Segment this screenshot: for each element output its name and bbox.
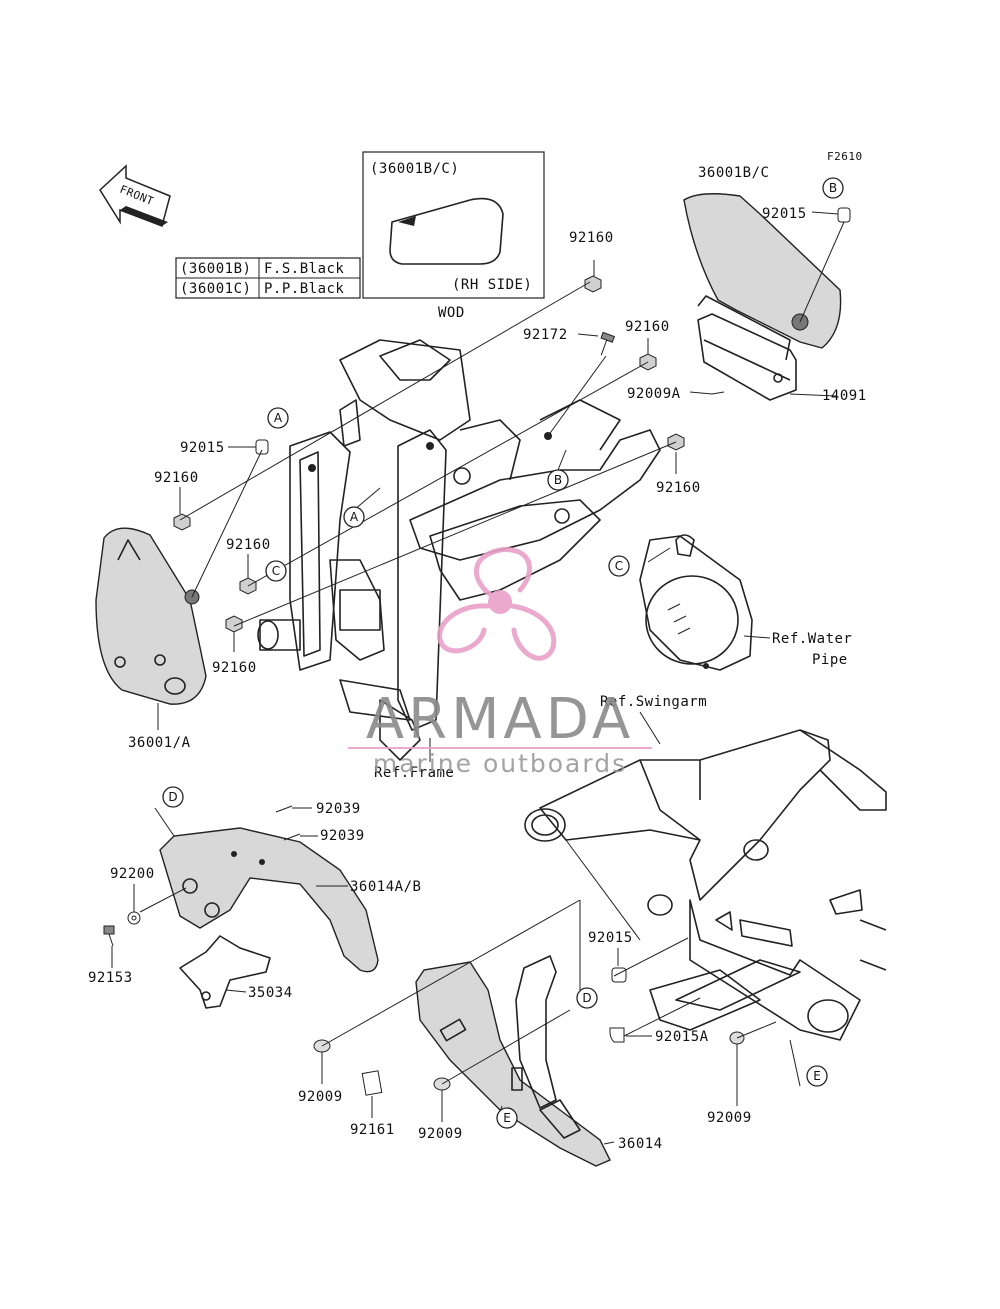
label-92160-b: 92160 — [625, 319, 670, 335]
color-name-2: P.P.Black — [264, 281, 344, 297]
propeller-logo-icon — [437, 547, 557, 661]
label-ref-frame: Ref.Frame — [374, 765, 454, 781]
color-code-1: (36001B) — [180, 261, 251, 277]
label-36001bc: 36001B/C — [698, 165, 769, 181]
part-labels: 36001B/C 92015 92160 92172 92160 92009A … — [88, 165, 867, 1152]
label-14091: 14091 — [822, 388, 867, 404]
label-92160-e: 92160 — [226, 537, 271, 553]
inset-title: (36001B/C) — [370, 161, 459, 177]
label-92015-left: 92015 — [180, 440, 225, 456]
label-ref-water-2: Pipe — [812, 652, 848, 668]
leader-lines — [111, 211, 845, 1145]
label-92039-b: 92039 — [320, 828, 365, 844]
label-36001a: 36001/A — [128, 735, 191, 751]
callout-b-frame: B — [554, 473, 562, 487]
callout-c-left: C — [272, 564, 280, 578]
label-92153: 92153 — [88, 970, 133, 986]
label-36014: 36014 — [618, 1136, 663, 1152]
label-92009-b: 92009 — [418, 1126, 463, 1142]
label-92160-a: 92160 — [569, 230, 614, 246]
inset-box: (36001B/C) (RH SIDE) — [362, 151, 545, 299]
watermark-brand: ARMADA — [366, 687, 634, 752]
callout-e-right: E — [813, 1069, 821, 1083]
label-92161: 92161 — [350, 1122, 395, 1138]
label-92009a: 92009A — [627, 386, 681, 402]
label-92039-a: 92039 — [316, 801, 361, 817]
bracket-35034 — [179, 935, 271, 1009]
label-92172: 92172 — [523, 327, 568, 343]
water-pipe-cover — [639, 534, 753, 671]
callout-e-left: E — [503, 1111, 511, 1125]
callouts: B A A B C C D D E E — [162, 177, 844, 1129]
diagram-code: F2610 — [827, 150, 863, 163]
label-92009-c: 92009 — [707, 1110, 752, 1126]
label-ref-swingarm: Ref.Swingarm — [600, 694, 707, 710]
label-92160-d: 92160 — [154, 470, 199, 486]
swingarm — [524, 729, 887, 1041]
label-92200: 92200 — [110, 866, 155, 882]
color-name-1: F.S.Black — [264, 261, 344, 277]
bracket-14091 — [697, 313, 797, 401]
label-ref-water-1: Ref.Water — [772, 631, 852, 647]
label-92015-top: 92015 — [762, 206, 807, 222]
label-92015a: 92015A — [655, 1029, 709, 1045]
callout-a-frame: A — [350, 510, 359, 524]
label-92160-c: 92160 — [656, 480, 701, 496]
label-92160-f: 92160 — [212, 660, 257, 676]
label-92015-low: 92015 — [588, 930, 633, 946]
color-code-2: (36001C) — [180, 281, 251, 297]
right-side-cover — [683, 193, 842, 361]
front-arrow-icon: FRONT — [99, 164, 171, 227]
callout-d-low: D — [582, 991, 591, 1005]
left-side-cover — [95, 527, 207, 730]
inset-note: (RH SIDE) — [452, 277, 532, 293]
chain-cover-lower — [415, 955, 611, 1167]
chain-cover-upper — [159, 827, 379, 973]
callout-c-right: C — [615, 559, 623, 573]
label-35034: 35034 — [248, 985, 293, 1001]
callout-b-top: B — [829, 181, 837, 195]
watermark-tagline: marine outboards — [373, 749, 627, 778]
label-92009-a: 92009 — [298, 1089, 343, 1105]
watermark: ARMADA marine outboards — [348, 547, 652, 778]
callout-d-top: D — [168, 790, 177, 804]
callout-a-top: A — [274, 411, 283, 425]
label-36014ab: 36014A/B — [350, 879, 421, 895]
wod-label: WOD — [438, 305, 465, 321]
fasteners — [103, 207, 851, 1100]
color-table: (36001B) F.S.Black (36001C) P.P.Black — [175, 257, 361, 299]
